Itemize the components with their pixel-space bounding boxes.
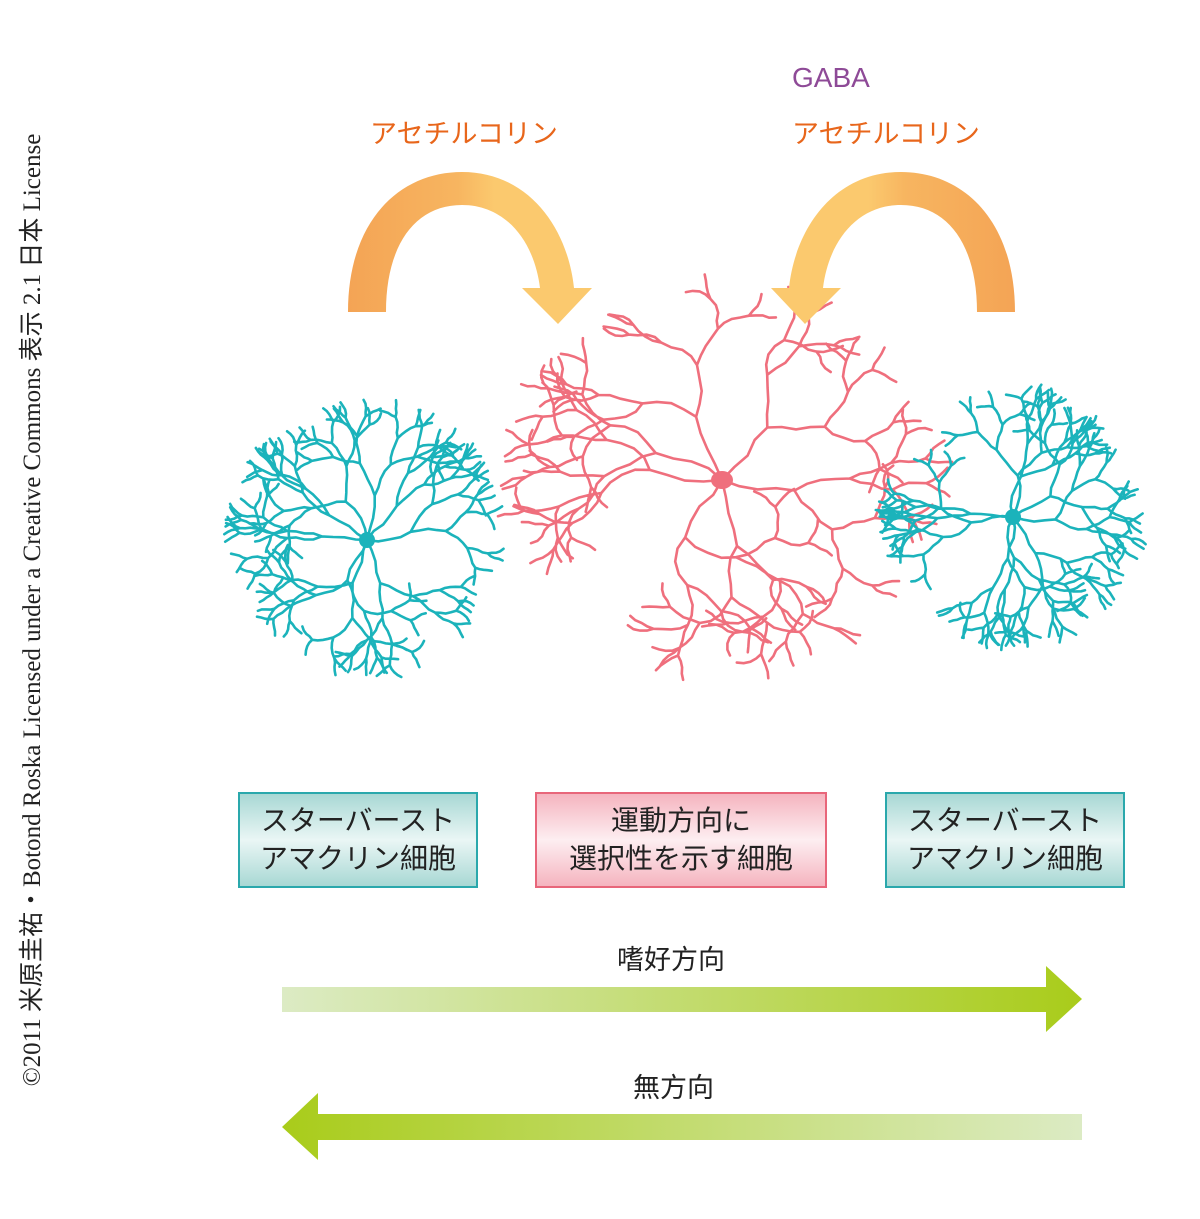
cell-soma [711,471,733,489]
box-line: スターバースト [907,804,1103,837]
left-curved-arrow [348,172,592,324]
ds-cell-neuron [496,273,954,682]
starburst-neuron-right [874,383,1147,652]
preferred-direction-label: 嗜好方向 [617,945,725,976]
starburst-neuron-left [223,398,505,679]
box-line: アマクリン細胞 [259,842,456,875]
dendrites [874,383,1147,652]
dendrites [223,398,505,679]
starburst-label-box-left: スターバースト アマクリン細胞 [238,792,478,888]
box-line: 選択性を示す細胞 [568,842,793,875]
box-line: 運動方向に [610,804,751,837]
gaba-label: GABA [792,62,870,93]
cell-soma [359,532,375,548]
dendrites [496,273,954,682]
acetylcholine-label-right: アセチルコリン [792,119,980,150]
acetylcholine-label-left: アセチルコリン [370,119,558,150]
box-line: アマクリン細胞 [906,842,1103,875]
preferred-direction-arrow [282,966,1082,1032]
right-curved-arrow [771,172,1015,324]
cell-soma [1005,509,1021,525]
box-line: スターバースト [260,804,456,837]
null-direction-arrow [282,1093,1082,1160]
ds-cell-label-box: 運動方向に 選択性を示す細胞 [535,792,827,888]
starburst-label-box-right: スターバースト アマクリン細胞 [885,792,1125,888]
null-direction-label: 無方向 [633,1073,714,1104]
